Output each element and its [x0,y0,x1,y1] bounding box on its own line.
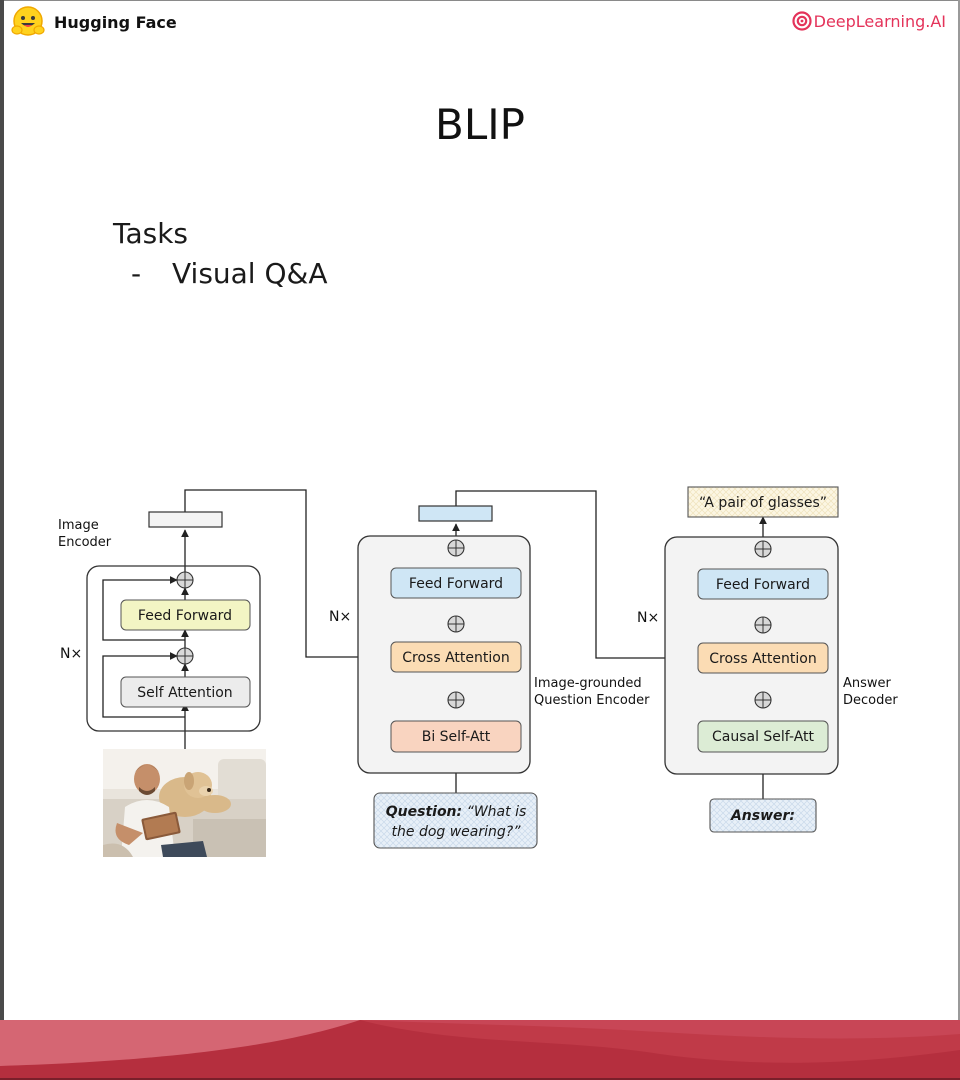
input-photo-man-with-dog [103,749,266,857]
residual-add-icon [176,571,194,589]
image-encoder-block [86,565,261,732]
causal-self-att-box [697,720,829,753]
feed-forward-box [697,568,829,600]
residual-add-icon [447,539,465,557]
feed-forward-box [120,599,251,631]
task-bullet: - [131,257,142,290]
self-attention-box [120,676,251,708]
image-encoder-label-line2: Encoder [58,535,112,550]
residual-add-icon [754,616,772,634]
question-encoder-label: Image-grounded [534,676,642,691]
image-encoder-label: Image [58,518,99,533]
image-embedding [148,511,223,528]
answer-input-label: Answer: [730,808,795,824]
residual-add-icon [176,647,194,665]
top-edge [0,0,960,1]
question-encoder-repeat-label: N× [329,609,351,625]
answer-output-text: “A pair of glasses” [699,495,827,511]
cross-attention-label: Cross Attention [402,650,509,666]
feed-forward-box [390,567,522,599]
feed-forward-label: Feed Forward [716,577,810,593]
feed-forward-label: Feed Forward [409,576,503,592]
right-edge [958,0,960,1080]
deeplearning-ai-brand: DeepLearning.AI [792,9,946,33]
residual-add-icon [447,615,465,633]
cross-attention-label: Cross Attention [709,651,816,667]
deeplearning-ai-logo-icon [792,11,812,31]
residual-add-icon [447,691,465,709]
bi-self-att-box [390,720,522,753]
answer-input-box [709,798,817,833]
causal-self-att-label: Causal Self-Att [712,729,815,745]
question-encoder-label-line2: Question Encoder [534,693,650,708]
self-attention-label: Self Attention [137,685,232,701]
answer-decoder: N× “A pair of glasses” Feed Forward Cros… [637,486,898,833]
hugging-face-brand: Hugging Face [10,4,177,40]
tasks-heading: Tasks [113,217,189,250]
question-embedding [418,505,493,522]
answer-decoder-label: Answer [843,676,892,691]
left-edge [0,0,4,1080]
residual-add-icon [754,691,772,709]
hugging-face-logo-icon [11,6,45,36]
task-label: Visual Q&A [172,257,328,290]
task-item-visual-qa: -Visual Q&A [131,257,328,290]
deeplearning-ai-wordmark: DeepLearning.AI [813,11,946,31]
image-encoder-repeat-label: N× [60,646,82,662]
cross-attention-box [390,641,522,673]
photo-illustration [103,749,266,857]
question-input-box [373,792,538,849]
cross-attention-box [697,642,829,674]
footer-wave-band [0,1020,960,1080]
question-input-line2: the dog wearing?” [392,824,522,840]
hugging-face-wordmark: Hugging Face [54,12,177,32]
bi-self-att-label: Bi Self-Att [422,729,491,745]
question-input-line1: Question: “What is [386,804,527,820]
answer-decoder-repeat-label: N× [637,610,659,626]
slide-title: BLIP [435,100,525,149]
residual-add-icon [754,540,772,558]
feed-forward-label: Feed Forward [138,608,232,624]
question-encoder: N× Feed Forward Cross Attention Bi Self-… [329,505,650,849]
answer-decoder-label-line2: Decoder [843,693,898,708]
answer-output-box [687,486,839,518]
image-encoder: Image Encoder N× Feed Forward Self Atten… [58,511,261,732]
